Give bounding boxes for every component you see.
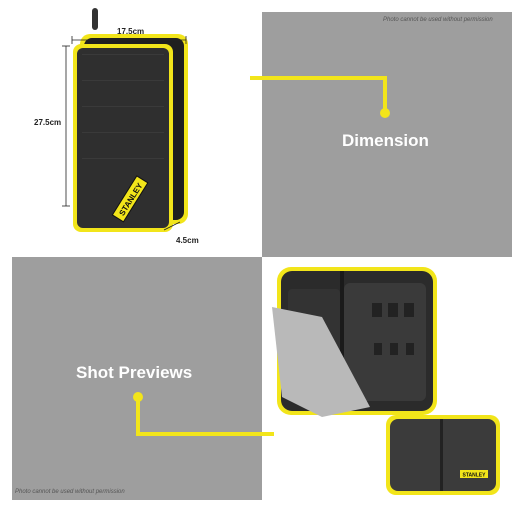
zipper-pull bbox=[92, 8, 98, 30]
case-texture bbox=[82, 54, 164, 159]
connector-line-vertical bbox=[383, 76, 387, 112]
svg-text:STANLEY: STANLEY bbox=[463, 473, 487, 479]
connector-line-horizontal bbox=[250, 76, 387, 80]
depth-dimension: 4.5cm bbox=[176, 236, 199, 245]
dimension-label-panel bbox=[262, 12, 512, 257]
dimension-lines bbox=[62, 36, 187, 231]
height-dimension: 27.5cm bbox=[34, 118, 62, 127]
connector-line-vertical bbox=[136, 396, 140, 436]
open-case-image: STANLEY bbox=[272, 267, 500, 495]
mesh-flap bbox=[272, 307, 370, 417]
dimension-label: Dimension bbox=[342, 131, 429, 150]
permission-notice-bottom: Photo cannot be used without permission bbox=[15, 489, 125, 495]
shot-previews-label: Shot Previews bbox=[76, 363, 193, 382]
connector-line-horizontal bbox=[136, 432, 274, 436]
tool-slots bbox=[372, 303, 414, 355]
width-dimension: 17.5cm bbox=[117, 27, 145, 36]
closed-case-image: STANLEY bbox=[62, 8, 188, 232]
permission-notice-top: Photo cannot be used without permission bbox=[383, 17, 493, 23]
shot-previews-label-panel bbox=[12, 257, 262, 500]
stanley-logo-small bbox=[460, 470, 488, 478]
connector-dot bbox=[380, 108, 390, 118]
